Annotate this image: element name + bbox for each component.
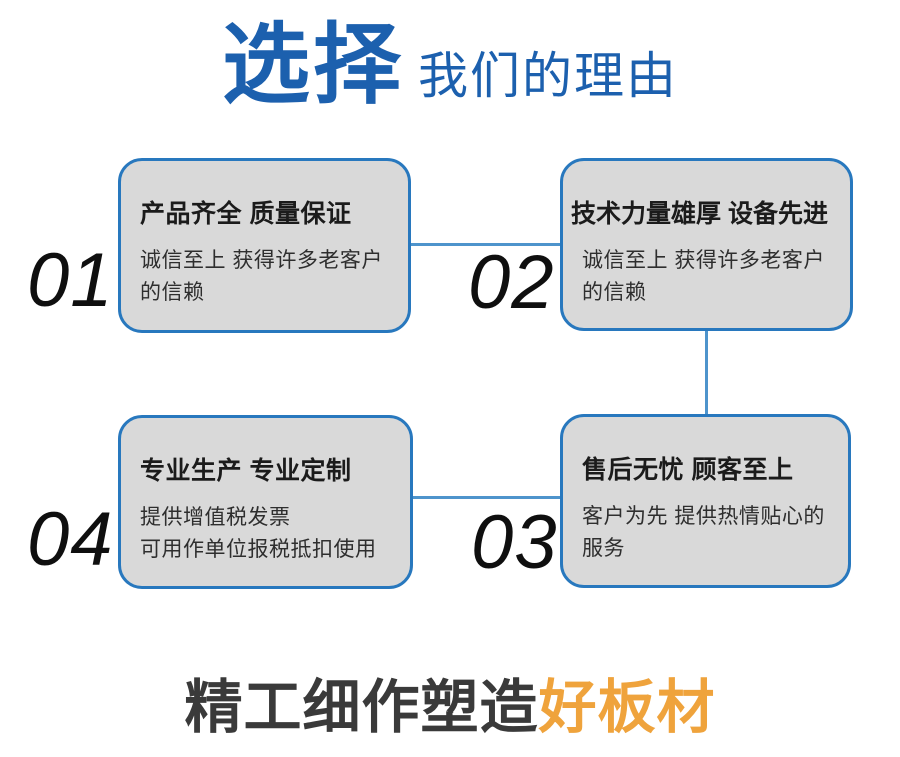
feature-card-title: 产品齐全 质量保证 [140,200,352,228]
feature-card-title: 专业生产 专业定制 [140,457,352,485]
connector-line-vertical [705,330,708,415]
feature-card-body: 提供增值税发票 可用作单位报税抵扣使用 [140,502,396,566]
feature-card-body-line1: 客户为先 提供热情贴心的 [582,505,825,528]
feature-card-title: 售后无忧 顾客至上 [582,456,794,484]
step-number-03: 03 [471,500,558,585]
step-number-01: 01 [27,238,114,323]
feature-card-service: 售后无忧 顾客至上 客户为先 提供热情贴心的 服务 [560,414,851,588]
footer-slogan: 精工细作塑造好板材 [0,673,900,743]
feature-card-body-line1: 诚信至上 获得许多老客户 [140,249,383,272]
step-number-04: 04 [27,497,114,582]
feature-card-body-line1: 诚信至上 获得许多老客户 [582,249,825,272]
feature-card-products: 产品齐全 质量保证 诚信至上 获得许多老客户 的信赖 [118,158,411,333]
feature-card-body: 诚信至上 获得许多老客户 的信赖 [140,245,394,309]
page-title-emphasis: 选择 [221,15,404,114]
feature-card-body: 诚信至上 获得许多老客户 的信赖 [582,245,836,309]
feature-card-body-line2: 可用作单位报税抵扣使用 [140,538,377,561]
page-title: 选择 我们的理由 [0,15,900,114]
footer-slogan-gray: 精工细作塑造 [184,675,539,740]
feature-card-body-line2: 服务 [582,537,625,560]
feature-card-technology: 技术力量雄厚 设备先进 诚信至上 获得许多老客户 的信赖 [560,158,853,331]
feature-card-body-line2: 的信赖 [140,281,205,304]
step-number-02: 02 [468,240,555,325]
feature-card-title: 技术力量雄厚 设备先进 [571,200,828,228]
feature-card-body-line1: 提供增值税发票 [140,506,291,529]
connector-line-bottom [412,496,560,499]
page-title-rest: 我们的理由 [418,48,678,105]
feature-card-body: 客户为先 提供热情贴心的 服务 [582,501,834,565]
footer-slogan-orange: 好板材 [538,675,716,740]
feature-card-body-line2: 的信赖 [582,281,647,304]
feature-card-customization: 专业生产 专业定制 提供增值税发票 可用作单位报税抵扣使用 [118,415,413,589]
connector-line-top [410,243,560,246]
